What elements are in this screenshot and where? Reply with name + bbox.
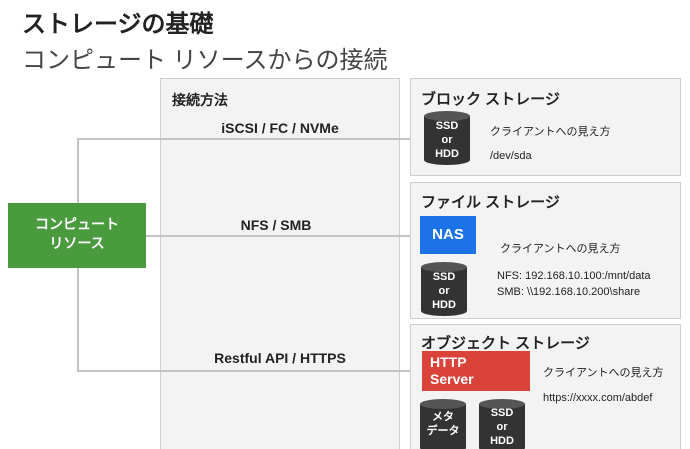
object-storage-title: オブジェクト ストレージ (421, 335, 590, 352)
protocol-object: Restful API / HTTPS (214, 350, 346, 366)
block-disk-icon: SSD or HDD (423, 110, 471, 166)
block-disk-label: SSD or HDD (435, 120, 459, 160)
nfs-path: NFS: 192.168.10.100:/mnt/data (497, 270, 651, 282)
object-url: https://xxxx.com/abdef (543, 392, 653, 404)
connector-file (146, 235, 420, 237)
connector-object (77, 370, 422, 372)
block-device-path: /dev/sda (490, 150, 532, 162)
metadata-disk-icon: メタ データ (419, 398, 467, 449)
file-disk-label: SSD or HDD (432, 271, 456, 311)
file-storage-title: ファイル ストレージ (421, 194, 560, 211)
object-disk-label: SSD or HDD (490, 407, 514, 447)
protocol-file: NFS / SMB (240, 217, 312, 233)
http-server-box: HTTP Server (422, 351, 530, 391)
block-storage-title: ブロック ストレージ (421, 91, 560, 108)
object-disk-icon: SSD or HDD (478, 398, 526, 449)
file-disk-icon: SSD or HDD (420, 261, 468, 317)
connector-block (77, 138, 420, 140)
compute-resource-box: コンピュート リソース (8, 203, 146, 268)
object-client-view-label: クライアントへの見え方 (543, 367, 664, 379)
protocol-block: iSCSI / FC / NVMe (221, 120, 339, 136)
nas-box: NAS (420, 216, 476, 254)
slide-title: ストレージの基礎 (22, 11, 214, 38)
metadata-label: メタ データ (426, 411, 460, 437)
connection-method-header: 接続方法 (172, 92, 228, 108)
file-client-view-label: クライアントへの見え方 (500, 243, 621, 255)
block-client-view-label: クライアントへの見え方 (490, 126, 611, 138)
slide-subtitle: コンピュート リソースからの接続 (22, 47, 388, 74)
smb-path: SMB: \\192.168.10.200\share (497, 286, 641, 298)
